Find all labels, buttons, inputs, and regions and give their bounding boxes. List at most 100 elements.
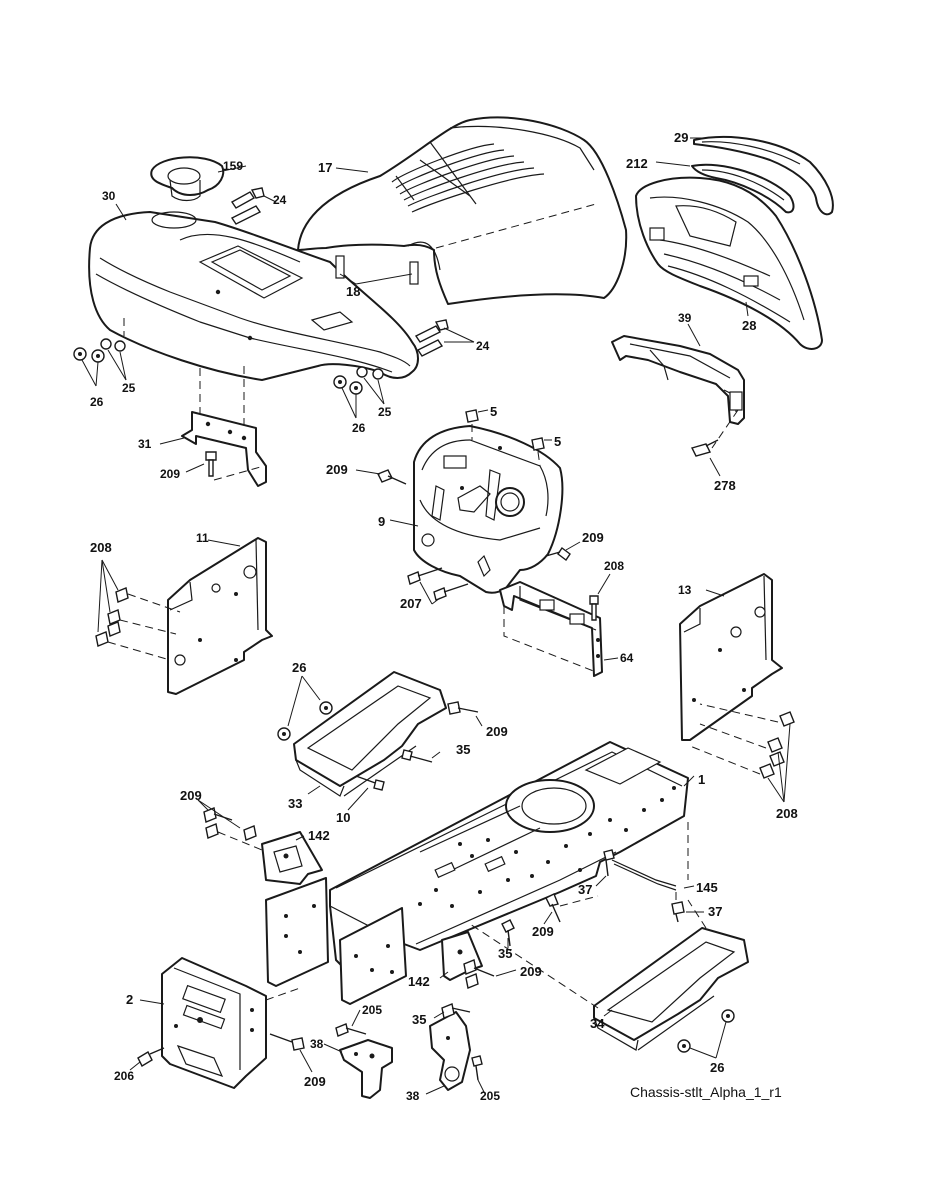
part-39-hood-bracket <box>611 323 745 449</box>
callout-142-upper: 142 <box>308 828 330 843</box>
part-37-upper-fastener <box>595 849 615 887</box>
callout-37-upper: 37 <box>578 882 592 897</box>
callout-208-right: 208 <box>776 806 798 821</box>
part-205-left-bolt <box>335 1009 367 1037</box>
callout-5-left: 5 <box>490 404 497 419</box>
part-frame-side-plate-right <box>339 907 407 1005</box>
callout-10: 10 <box>336 810 350 825</box>
part-64-dash-support <box>499 581 619 677</box>
part-208-support-bolt <box>589 573 611 621</box>
part-159-cup-holder <box>150 156 247 202</box>
callout-30: 30 <box>102 189 116 203</box>
callout-1: 1 <box>698 772 705 787</box>
part-208-right-panel-bolts <box>689 703 795 803</box>
part-208-left-panel-bolts <box>95 559 181 661</box>
callout-13: 13 <box>678 583 692 597</box>
part-35-frame-bolt <box>501 919 515 948</box>
callout-35-footrest: 35 <box>456 742 470 757</box>
part-2-hitch-plate <box>139 957 301 1089</box>
part-29-grille-trim <box>690 135 834 216</box>
callout-209-hitch: 209 <box>304 1074 326 1089</box>
callout-38-left: 38 <box>310 1037 324 1051</box>
callout-26-right-footrest: 26 <box>710 1060 724 1075</box>
callout-205-left: 205 <box>362 1003 382 1017</box>
callout-17: 17 <box>318 160 332 175</box>
callout-31: 31 <box>138 437 152 451</box>
part-37-lower-fastener <box>671 901 704 923</box>
part-33-left-footrest <box>293 671 447 797</box>
part-26-right-footrest-nuts <box>677 1009 735 1059</box>
callout-9: 9 <box>378 514 385 529</box>
part-25-26-washers-nuts-left <box>73 318 127 387</box>
part-209-bracket-bolt <box>185 451 265 481</box>
part-frame-side-plate-left <box>265 877 329 987</box>
callout-26-right: 26 <box>352 421 366 435</box>
part-209-dash-bolt-right <box>545 541 581 562</box>
callout-207: 207 <box>400 596 422 611</box>
callout-25-right: 25 <box>378 405 392 419</box>
callout-205-right: 205 <box>480 1089 500 1103</box>
part-209-upper-bracket-bolts <box>197 799 263 851</box>
callout-209-upper-bracket: 209 <box>180 788 202 803</box>
callout-38-right: 38 <box>406 1089 420 1103</box>
callout-206: 206 <box>114 1069 134 1083</box>
part-145-link-rod <box>611 822 695 906</box>
part-209-hitch-bolt <box>269 1033 313 1073</box>
callout-209-lower-bracket: 209 <box>520 964 542 979</box>
part-31-fender-bracket <box>159 366 267 487</box>
callout-11: 11 <box>196 531 209 545</box>
part-26-footrest-nuts <box>277 675 333 741</box>
part-212-grille-lens <box>655 161 795 214</box>
callout-35-bracket: 35 <box>412 1012 426 1027</box>
part-28-nose-panel <box>635 176 823 350</box>
callout-159: 159 <box>223 159 243 173</box>
callout-35-frame: 35 <box>498 946 512 961</box>
part-9-dash-panel <box>389 425 564 594</box>
callout-25-left: 25 <box>122 381 136 395</box>
part-35-footrest-bolt <box>401 749 441 763</box>
part-209-footrest-bolt <box>447 701 483 727</box>
part-142-lower-bracket <box>439 931 483 981</box>
part-24-bolts-upper <box>230 187 277 225</box>
part-205-right-bolt <box>471 1055 485 1093</box>
part-34-right-footrest <box>469 899 749 1051</box>
callout-34: 34 <box>590 1016 605 1031</box>
callout-labels: 159 17 29 212 30 24 18 28 24 25 26 25 26… <box>90 130 798 1103</box>
part-209-lower-bracket-bolts <box>463 959 517 989</box>
part-142-upper-bracket <box>261 831 323 885</box>
part-17-hood <box>297 116 628 305</box>
callout-33: 33 <box>288 796 302 811</box>
part-209-dash-bolt-left <box>355 469 407 485</box>
part-1-main-frame <box>329 741 695 971</box>
callout-208-support: 208 <box>604 559 624 573</box>
callout-2: 2 <box>126 992 133 1007</box>
callout-24-upper: 24 <box>273 193 287 207</box>
callout-208-left: 208 <box>90 540 112 555</box>
callout-26-left: 26 <box>90 395 104 409</box>
part-13-right-panel <box>679 573 783 741</box>
callout-278: 278 <box>714 478 736 493</box>
callout-26-footrest: 26 <box>292 660 306 675</box>
part-25-26-washers-nuts-right <box>333 366 385 419</box>
part-209-frame-bolt <box>543 893 599 925</box>
part-11-left-panel <box>167 537 273 695</box>
callout-209-frame: 209 <box>532 924 554 939</box>
diagram-caption: Chassis-stlt_Alpha_1_r1 <box>630 1084 782 1100</box>
callout-209-dash-right: 209 <box>582 530 604 545</box>
part-5-plugs <box>465 409 552 467</box>
part-18-hood-bumpers <box>335 255 419 285</box>
part-30-fender <box>88 203 419 381</box>
callout-5-right: 5 <box>554 434 561 449</box>
part-207-screws <box>407 567 469 605</box>
callout-64: 64 <box>620 651 634 665</box>
part-10-footrest-bolt <box>347 775 385 811</box>
callout-39: 39 <box>678 311 692 325</box>
callout-37-lower: 37 <box>708 904 722 919</box>
callout-145: 145 <box>696 880 718 895</box>
callout-209-footrest: 209 <box>486 724 508 739</box>
part-35-bracket-bolt <box>433 1003 471 1019</box>
callout-18: 18 <box>346 284 360 299</box>
callout-29: 29 <box>674 130 688 145</box>
part-38-left-bracket <box>323 1039 393 1099</box>
